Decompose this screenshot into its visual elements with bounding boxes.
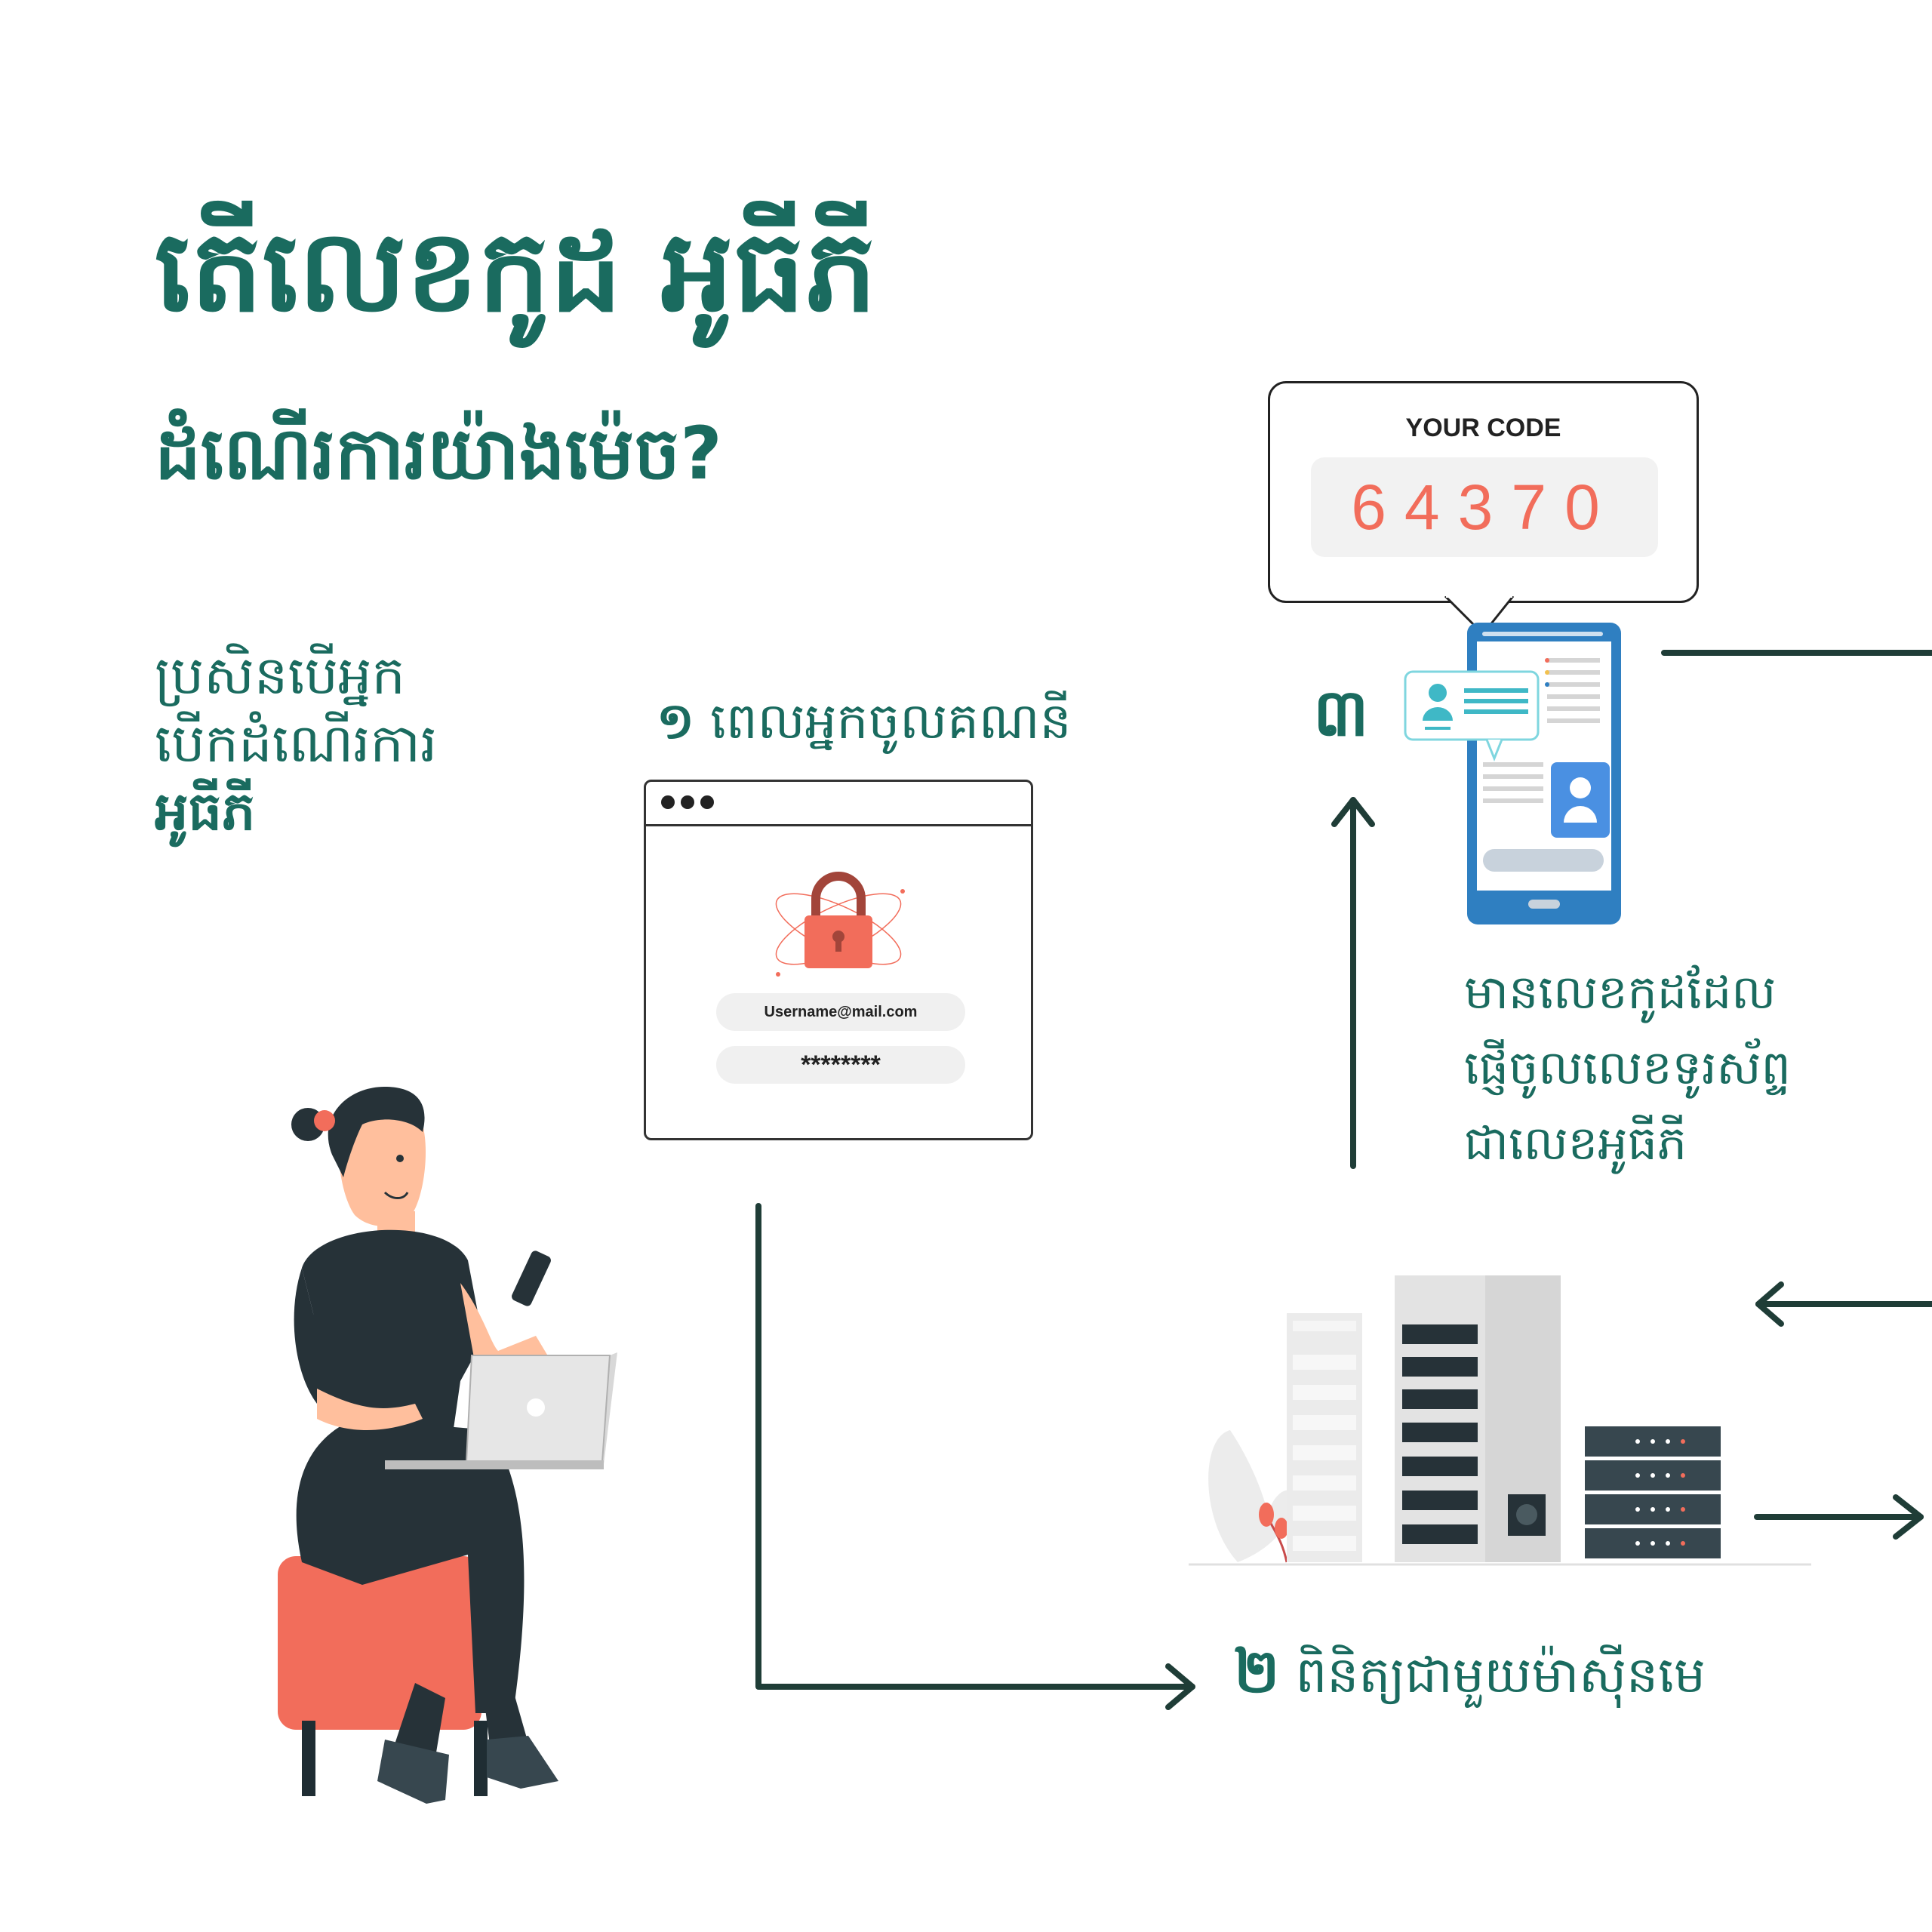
window-dot-icon	[661, 795, 675, 809]
step-3-line-2: ផ្ញើចូលលេខទូរស័ព្ទ	[1464, 1040, 1791, 1095]
login-window: Username@mail.com ********	[644, 780, 1033, 1140]
window-title-bar	[646, 782, 1031, 826]
intro-text: ប្រសិនបើអ្នក បើកដំណើរការ អូធីភី	[155, 641, 437, 845]
arrow-into-server-head	[1755, 1281, 1784, 1327]
woman-with-laptop-illustration	[278, 1087, 617, 1804]
page-subtitle: ដំណើរការយ៉ាងម៉េច?	[155, 411, 722, 496]
step-1-number: ១	[657, 692, 694, 750]
username-field[interactable]: Username@mail.com	[716, 993, 965, 1031]
window-dot-icon	[681, 795, 694, 809]
code-popup: YOUR CODE 64370	[1268, 381, 1699, 603]
arrow-server-to-phone-head	[1331, 797, 1375, 827]
intro-line-3: អូធីភី	[155, 780, 256, 842]
arrow-login-to-server-head	[1165, 1663, 1195, 1710]
phone-icon	[1404, 623, 1621, 924]
step-1-label: ១ ពេលអ្នកចូលគណនី	[657, 691, 1072, 763]
page-title: តើលេខកូដ អូធីភី	[155, 206, 877, 337]
step-3-number: ៣	[1313, 675, 1369, 751]
otp-code-display: 64370	[1311, 457, 1658, 557]
server-illustration	[1189, 1275, 1811, 1566]
step-2-text: ពិនិត្យជាមួយម៉ាស៊ីនមេ	[1295, 1646, 1706, 1704]
intro-line-1: ប្រសិនបើអ្នក	[155, 645, 405, 706]
window-dot-icon	[700, 795, 714, 809]
lock-icon	[775, 872, 905, 977]
step-2-number: ២	[1234, 1636, 1280, 1706]
password-field[interactable]: ********	[716, 1046, 965, 1084]
arrow-login-to-server	[755, 1203, 1195, 1690]
step-3-line-1: មានលេខកូដដែល	[1464, 964, 1777, 1020]
arrow-out-server-head	[1893, 1494, 1924, 1540]
intro-line-2: បើកដំណើរការ	[155, 712, 438, 774]
code-popup-title: YOUR CODE	[1405, 414, 1561, 442]
step-2-label: ២ ពិនិត្យជាមួយម៉ាស៊ីនមេ	[1234, 1634, 1706, 1722]
step-3-line-3: ជាលេខអូធីភី	[1464, 1115, 1687, 1171]
step-3-description: មានលេខកូដដែល ផ្ញើចូលលេខទូរស័ព្ទ ជាលេខអូធ…	[1464, 955, 1791, 1181]
step-1-text: ពេលអ្នកចូលគណនី	[709, 692, 1072, 750]
